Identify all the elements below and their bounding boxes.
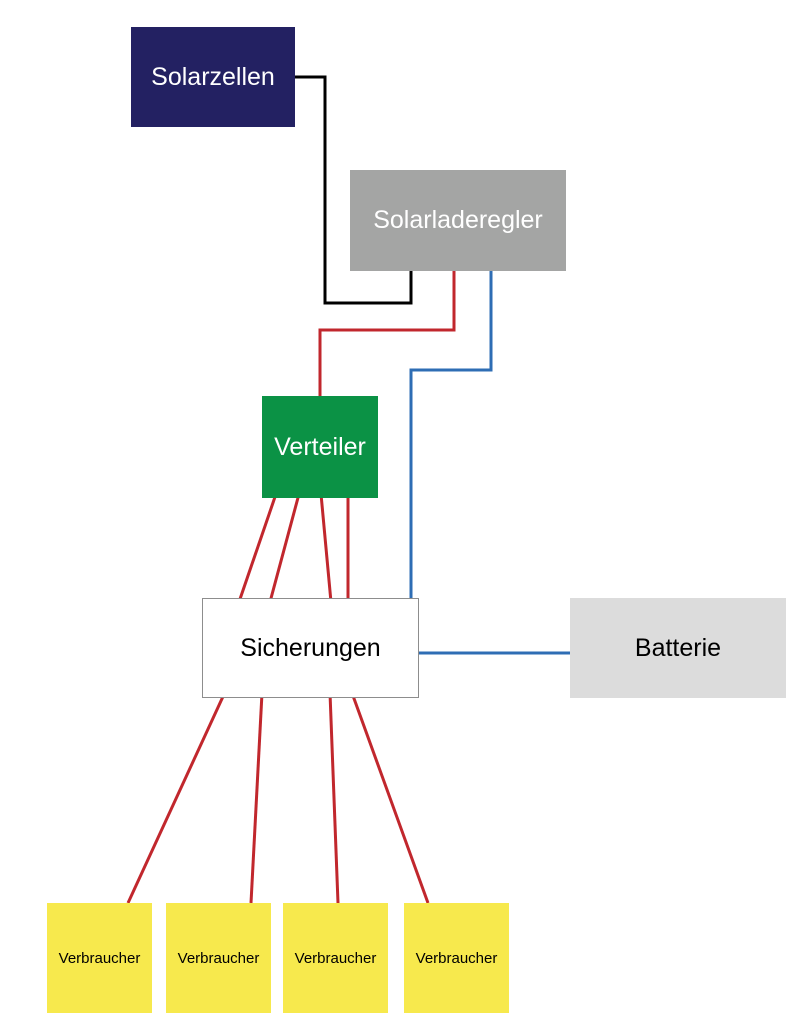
node-solarzellen: Solarzellen — [131, 27, 295, 127]
node-solarladeregler: Solarladeregler — [350, 170, 566, 271]
node-label: Solarzellen — [151, 62, 275, 91]
wire-fuses-to-consumer — [328, 692, 340, 904]
wire-distributor-to-fuses — [237, 493, 278, 603]
node-sicherungen: Sicherungen — [202, 598, 419, 698]
node-label: Verbraucher — [58, 949, 141, 967]
node-verbraucher: Verbraucher — [283, 903, 388, 1013]
node-label: Solarladeregler — [373, 206, 543, 234]
node-label: Verteiler — [274, 432, 366, 461]
wire-controller-to-distributor — [318, 264, 456, 401]
wire-fuses-to-consumer — [350, 692, 430, 904]
wire-distributor-to-fuses — [319, 493, 333, 603]
node-verbraucher: Verbraucher — [47, 903, 152, 1013]
node-batterie: Batterie — [570, 598, 786, 698]
node-label: Batterie — [634, 633, 722, 662]
node-label: Verbraucher — [294, 949, 377, 967]
wire-distributor-to-fuses — [268, 493, 301, 603]
node-verbraucher: Verbraucher — [166, 903, 271, 1013]
wire-fuses-to-consumer — [126, 689, 228, 904]
node-verbraucher: Verbraucher — [404, 903, 509, 1013]
wire-controller-to-fuses — [409, 266, 493, 602]
node-label: Sicherungen — [240, 633, 381, 662]
node-label: Verbraucher — [415, 949, 498, 967]
node-label: Verbraucher — [177, 949, 260, 967]
wire-fuses-to-consumer — [249, 692, 264, 904]
node-verteiler: Verteiler — [262, 396, 378, 498]
wire-solar-to-controller — [295, 75, 413, 305]
